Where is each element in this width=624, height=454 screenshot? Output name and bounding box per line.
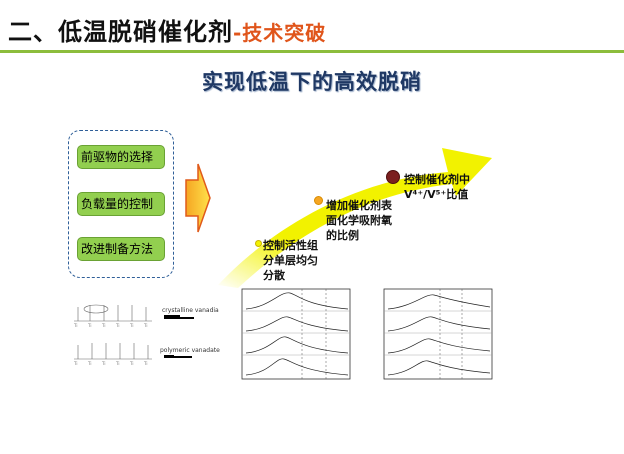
svg-text:Ti: Ti bbox=[115, 361, 119, 366]
svg-text:Ti: Ti bbox=[101, 323, 105, 328]
crystalline-vanadia-label: crystalline vanadia bbox=[162, 307, 219, 314]
svg-text:Ti: Ti bbox=[87, 323, 91, 328]
polymeric-vanadate-label: polymeric vanadate bbox=[160, 347, 220, 354]
slide-title-main: 二、低温脱硝催化剂 bbox=[8, 18, 233, 46]
method-loading: 负载量的控制 bbox=[77, 192, 165, 216]
svg-text:Ti: Ti bbox=[129, 323, 133, 328]
method-preparation: 改进制备方法 bbox=[77, 237, 165, 261]
step-dot-1 bbox=[255, 240, 262, 247]
xps-spectrum-chart-right bbox=[383, 288, 493, 380]
step-1-text: 控制活性组 分单层均匀 分散 bbox=[263, 239, 318, 282]
svg-text:Ti: Ti bbox=[73, 361, 77, 366]
title-rule bbox=[0, 50, 624, 53]
svg-text:Ti: Ti bbox=[115, 323, 119, 328]
right-arrow-icon bbox=[185, 163, 211, 233]
step-3-text: 控制催化剂中 V⁴⁺/V⁵⁺比值 bbox=[404, 173, 470, 201]
slide-title: 二、低温脱硝催化剂-技术突破 bbox=[8, 12, 326, 47]
svg-text:Ti: Ti bbox=[73, 323, 77, 328]
progress-curve-arrow-icon bbox=[218, 148, 492, 288]
step-dot-2 bbox=[314, 196, 323, 205]
svg-text:Ti: Ti bbox=[143, 361, 147, 366]
slide-subtitle: 实现低温下的高效脱硝 bbox=[202, 70, 422, 94]
method-precursor: 前驱物的选择 bbox=[77, 145, 165, 169]
svg-text:Ti: Ti bbox=[143, 323, 147, 328]
xps-spectrum-chart-left bbox=[241, 288, 351, 380]
step-2-text: 增加催化剂表 面化学吸附氧 的比例 bbox=[326, 199, 392, 242]
methods-panel: 前驱物的选择 负载量的控制 改进制备方法 bbox=[68, 130, 174, 278]
slide-title-accent: -技术突破 bbox=[233, 21, 327, 45]
svg-text:Ti: Ti bbox=[101, 361, 105, 366]
svg-text:Ti: Ti bbox=[87, 361, 91, 366]
step-dot-3 bbox=[386, 170, 400, 184]
svg-text:Ti: Ti bbox=[129, 361, 133, 366]
